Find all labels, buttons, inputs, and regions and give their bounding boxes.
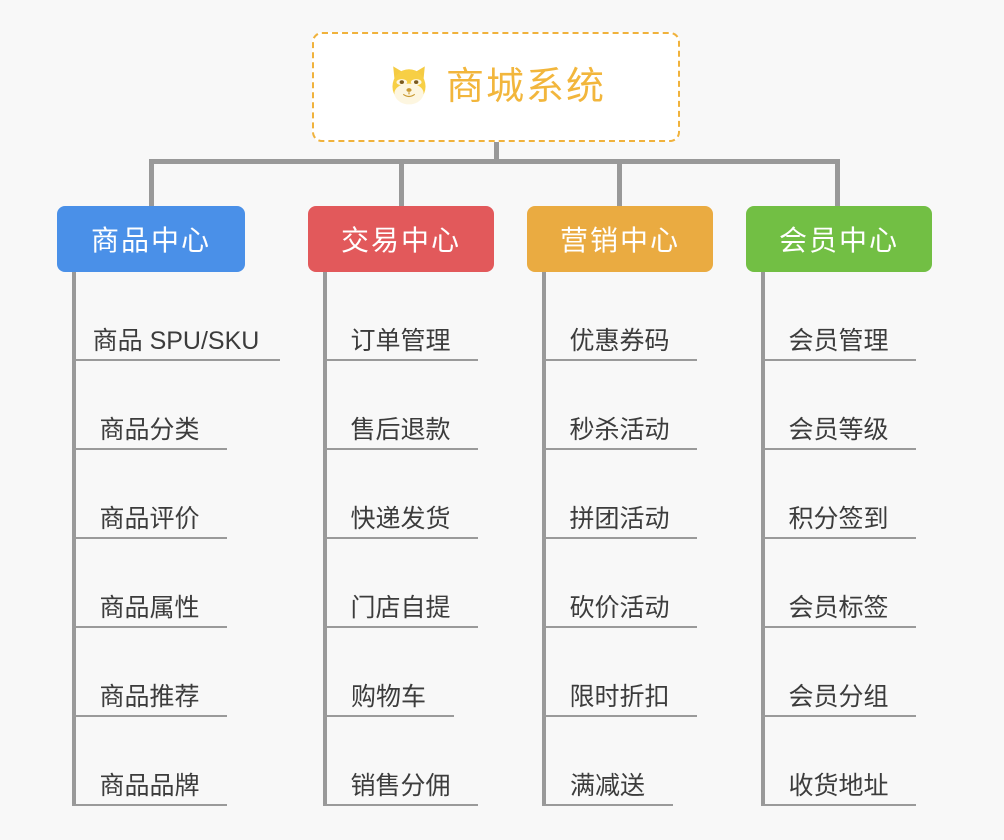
child-item-label: 会员标签 (788, 593, 889, 622)
connector-drop-3 (617, 159, 622, 207)
child-item-label: 商品 SPU/SKU (92, 326, 260, 355)
child-item-label: 会员分组 (788, 682, 889, 711)
child-item[interactable]: 商品 SPU/SKU (72, 272, 280, 361)
child-item-label: 满减送 (569, 771, 645, 800)
child-item[interactable]: 商品属性 (72, 539, 227, 628)
child-item[interactable]: 快递发货 (323, 450, 478, 539)
category-box-4[interactable]: 会员中心 (746, 206, 932, 272)
child-item-label: 限时折扣 (569, 682, 670, 711)
child-item-label: 会员管理 (788, 326, 889, 355)
child-item-label: 砍价活动 (569, 593, 670, 622)
child-item-label: 订单管理 (350, 326, 451, 355)
child-item-label: 会员等级 (788, 415, 889, 444)
child-item-label: 收货地址 (788, 771, 889, 800)
root-node-shop-system[interactable]: 商城系统 (312, 32, 680, 142)
connector-horizontal-bus (149, 159, 840, 164)
child-item-label: 优惠券码 (569, 326, 670, 355)
connector-root-stem (494, 142, 499, 164)
category-title: 交易中心 (340, 225, 461, 256)
child-item-label: 积分签到 (788, 504, 889, 533)
category-title: 商品中心 (90, 225, 211, 256)
category-title: 会员中心 (778, 225, 899, 256)
child-column-4: 会员管理会员等级积分签到会员标签会员分组收货地址 (761, 272, 916, 806)
connector-drop-2 (399, 159, 404, 207)
child-item-label: 快递发货 (350, 504, 451, 533)
column-spine (542, 272, 546, 806)
connector-drop-4 (835, 159, 840, 207)
child-item[interactable]: 会员分组 (761, 628, 916, 717)
child-item[interactable]: 售后退款 (323, 361, 478, 450)
child-item[interactable]: 砍价活动 (542, 539, 697, 628)
child-item-label: 商品品牌 (99, 771, 200, 800)
root-title: 商城系统 (445, 66, 606, 108)
child-item[interactable]: 秒杀活动 (542, 361, 697, 450)
child-item[interactable]: 满减送 (542, 717, 673, 806)
child-item[interactable]: 收货地址 (761, 717, 916, 806)
category-box-3[interactable]: 营销中心 (527, 206, 713, 272)
child-item-label: 秒杀活动 (569, 415, 670, 444)
child-item[interactable]: 会员标签 (761, 539, 916, 628)
child-item[interactable]: 优惠券码 (542, 272, 697, 361)
child-item[interactable]: 销售分佣 (323, 717, 478, 806)
child-item-label: 购物车 (350, 682, 426, 711)
child-item[interactable]: 订单管理 (323, 272, 478, 361)
child-item-label: 商品评价 (99, 504, 200, 533)
child-item[interactable]: 商品分类 (72, 361, 227, 450)
child-item[interactable]: 商品品牌 (72, 717, 227, 806)
child-column-1: 商品 SPU/SKU 商品分类商品评价商品属性商品推荐商品品牌 (72, 272, 280, 806)
child-item[interactable]: 商品评价 (72, 450, 227, 539)
child-item[interactable]: 会员管理 (761, 272, 916, 361)
child-item-label: 门店自提 (350, 593, 451, 622)
child-item-label: 销售分佣 (350, 771, 451, 800)
column-spine (761, 272, 765, 806)
child-item[interactable]: 拼团活动 (542, 450, 697, 539)
child-column-3: 优惠券码秒杀活动拼团活动砍价活动限时折扣满减送 (542, 272, 697, 806)
column-spine (323, 272, 327, 806)
child-item-label: 商品推荐 (99, 682, 200, 711)
column-spine (72, 272, 76, 806)
child-item[interactable]: 门店自提 (323, 539, 478, 628)
child-item[interactable]: 商品推荐 (72, 628, 227, 717)
category-box-2[interactable]: 交易中心 (308, 206, 494, 272)
child-item[interactable]: 会员等级 (761, 361, 916, 450)
category-box-1[interactable]: 商品中心 (57, 206, 245, 272)
shiba-dog-icon (386, 62, 432, 113)
child-item-label: 拼团活动 (569, 504, 670, 533)
child-item[interactable]: 积分签到 (761, 450, 916, 539)
child-item[interactable]: 购物车 (323, 628, 454, 717)
connector-drop-1 (149, 159, 154, 207)
child-item-label: 商品属性 (99, 593, 200, 622)
child-item-label: 商品分类 (99, 415, 200, 444)
child-item-label: 售后退款 (350, 415, 451, 444)
category-title: 营销中心 (559, 225, 680, 256)
child-item[interactable]: 限时折扣 (542, 628, 697, 717)
child-column-2: 订单管理售后退款快递发货门店自提购物车销售分佣 (323, 272, 478, 806)
